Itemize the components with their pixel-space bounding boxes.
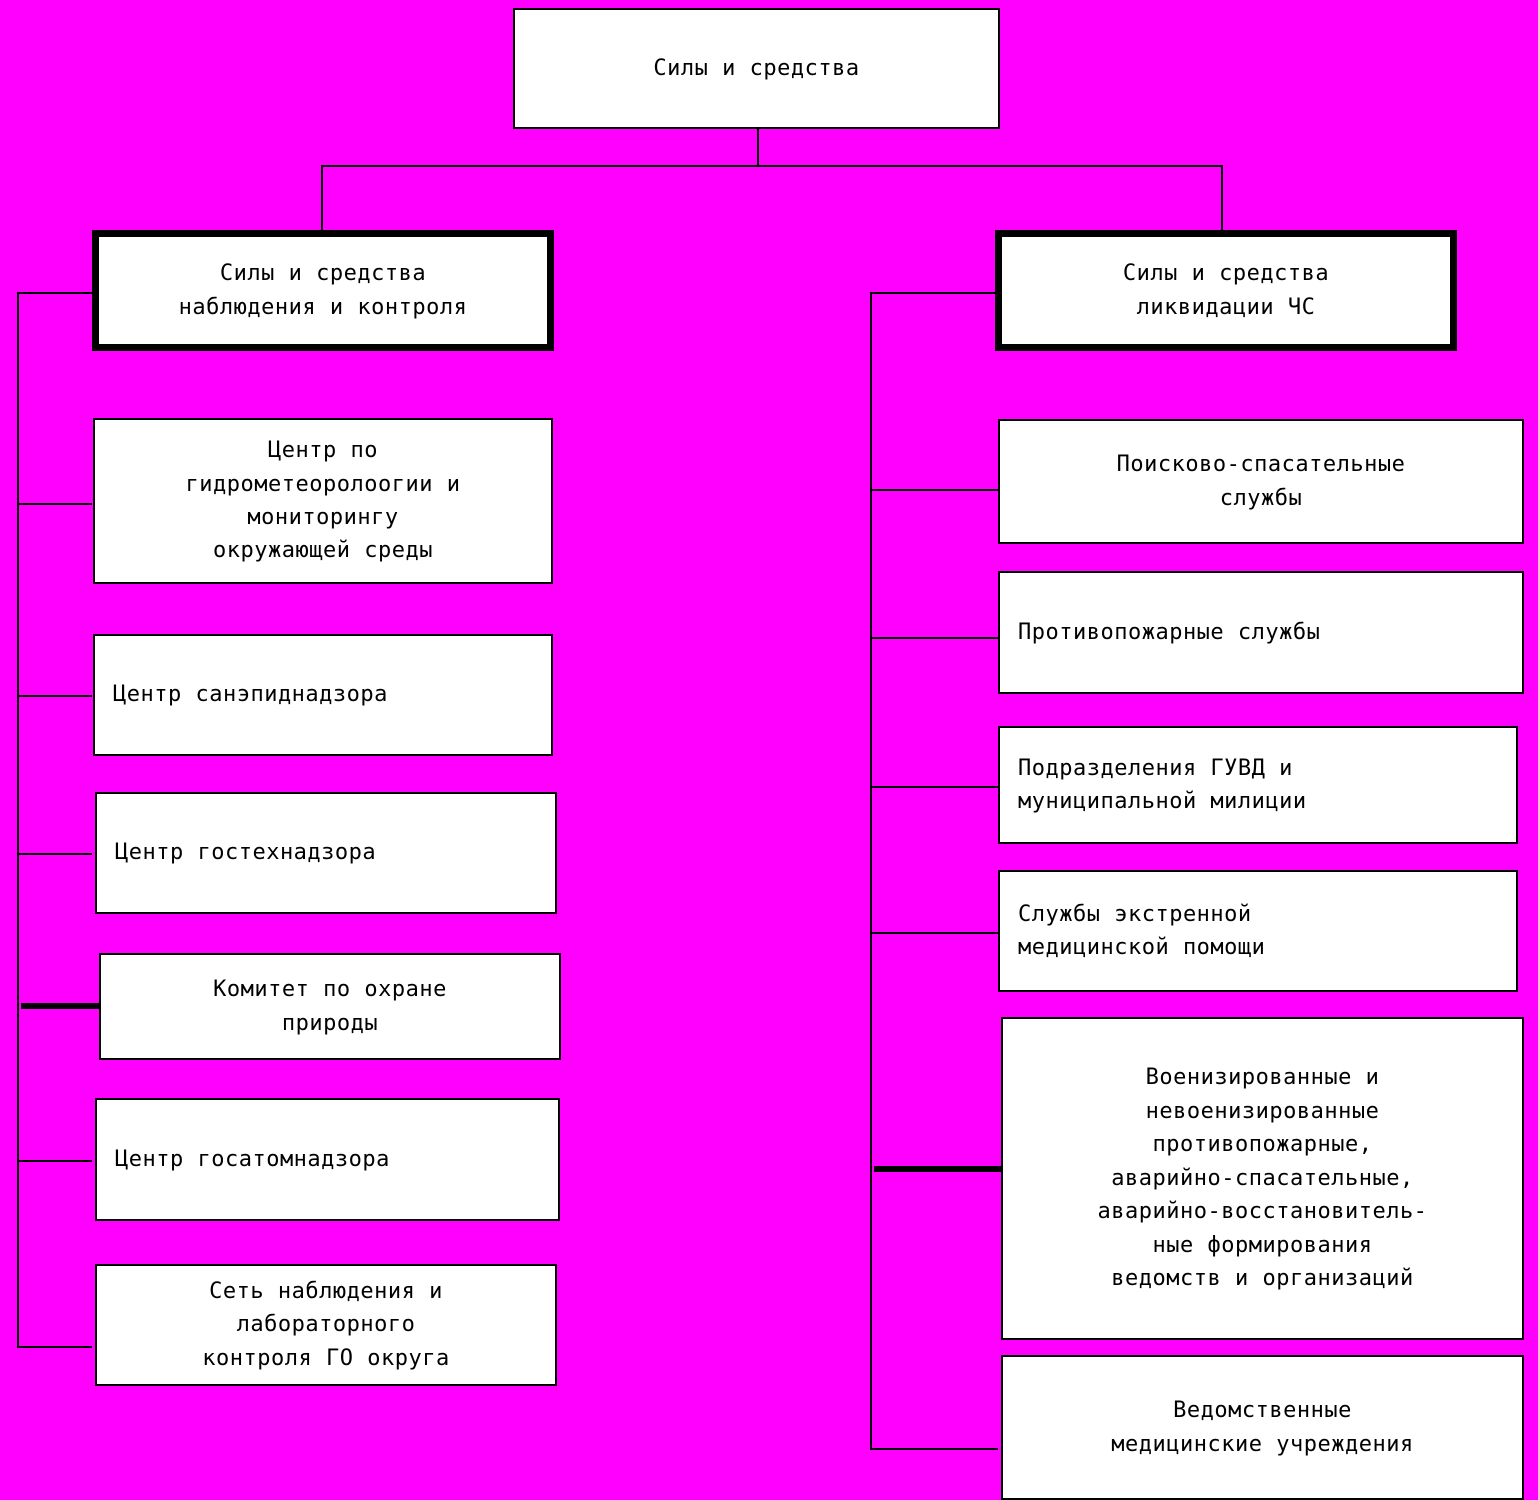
node-formations-label: Военизированные и невоенизированные прот… bbox=[1097, 1065, 1428, 1292]
connector-drop-right bbox=[1221, 165, 1223, 230]
spine-left bbox=[17, 292, 19, 1347]
node-emergency-med-label: Службы экстренной медицинской помощи bbox=[1018, 901, 1266, 960]
stub-right-1 bbox=[870, 489, 998, 491]
node-firefighting[interactable]: Противопожарные службы bbox=[998, 571, 1524, 694]
node-formations[interactable]: Военизированные и невоенизированные прот… bbox=[1001, 1017, 1524, 1340]
stub-left-4-bold bbox=[21, 1003, 99, 1009]
stub-left-6 bbox=[17, 1346, 92, 1348]
node-gostehnadzor[interactable]: Центр гостехнадзора bbox=[95, 792, 557, 914]
node-dept-med[interactable]: Ведомственные медицинские учреждения bbox=[1001, 1355, 1524, 1500]
node-nature[interactable]: Комитет по охране природы bbox=[99, 953, 561, 1060]
spine-right bbox=[870, 292, 872, 1449]
stub-left-1 bbox=[17, 503, 92, 505]
connector-drop-left bbox=[321, 165, 323, 230]
node-gostehnadzor-label: Центр гостехнадзора bbox=[115, 840, 377, 866]
stub-right-6 bbox=[870, 1448, 998, 1450]
stub-right-header bbox=[870, 292, 998, 294]
stub-left-5 bbox=[17, 1160, 92, 1162]
node-branch-liquidation[interactable]: Силы и средства ликвидации ЧС bbox=[995, 230, 1457, 351]
node-hydromet[interactable]: Центр по гидрометеоролоогии и мониторинг… bbox=[93, 418, 553, 584]
node-branch-liquidation-label: Силы и средства ликвидации ЧС bbox=[1122, 261, 1330, 320]
connector-root-drop bbox=[757, 128, 759, 167]
node-gosatomnadzor-label: Центр госатомнадзора bbox=[115, 1146, 390, 1172]
node-firefighting-label: Противопожарные службы bbox=[1018, 619, 1321, 645]
node-search-rescue-label: Поисково-спасательные службы bbox=[1116, 452, 1406, 511]
node-sanepid-label: Центр санэпиднадзора bbox=[113, 682, 388, 708]
node-dept-med-label: Ведомственные медицинские учреждения bbox=[1111, 1398, 1414, 1457]
node-police-label: Подразделения ГУВД и муниципальной милиц… bbox=[1018, 755, 1307, 814]
stub-left-2 bbox=[17, 695, 92, 697]
stub-right-4 bbox=[870, 932, 998, 934]
stub-right-2 bbox=[870, 637, 998, 639]
node-emergency-med[interactable]: Службы экстренной медицинской помощи bbox=[998, 870, 1518, 992]
node-gosatomnadzor[interactable]: Центр госатомнадзора bbox=[95, 1098, 560, 1221]
node-labnetwork[interactable]: Сеть наблюдения и лабораторного контроля… bbox=[95, 1264, 557, 1386]
node-nature-label: Комитет по охране природы bbox=[213, 977, 447, 1036]
node-root-label: Силы и средства bbox=[653, 55, 860, 81]
node-hydromet-label: Центр по гидрометеоролоогии и мониторинг… bbox=[185, 438, 461, 564]
node-branch-monitoring[interactable]: Силы и средства наблюдения и контроля bbox=[92, 230, 554, 351]
stub-right-5-bold bbox=[874, 1166, 1001, 1172]
stub-left-3 bbox=[17, 853, 92, 855]
node-sanepid[interactable]: Центр санэпиднадзора bbox=[93, 634, 553, 756]
stub-left-header bbox=[17, 292, 92, 294]
node-search-rescue[interactable]: Поисково-спасательные службы bbox=[998, 419, 1524, 544]
node-branch-monitoring-label: Силы и средства наблюдения и контроля bbox=[178, 261, 468, 320]
node-police[interactable]: Подразделения ГУВД и муниципальной милиц… bbox=[998, 726, 1518, 844]
connector-root-bus bbox=[321, 165, 1223, 167]
node-root[interactable]: Силы и средства bbox=[513, 8, 1000, 129]
node-labnetwork-label: Сеть наблюдения и лабораторного контроля… bbox=[202, 1278, 450, 1371]
stub-right-3 bbox=[870, 786, 998, 788]
